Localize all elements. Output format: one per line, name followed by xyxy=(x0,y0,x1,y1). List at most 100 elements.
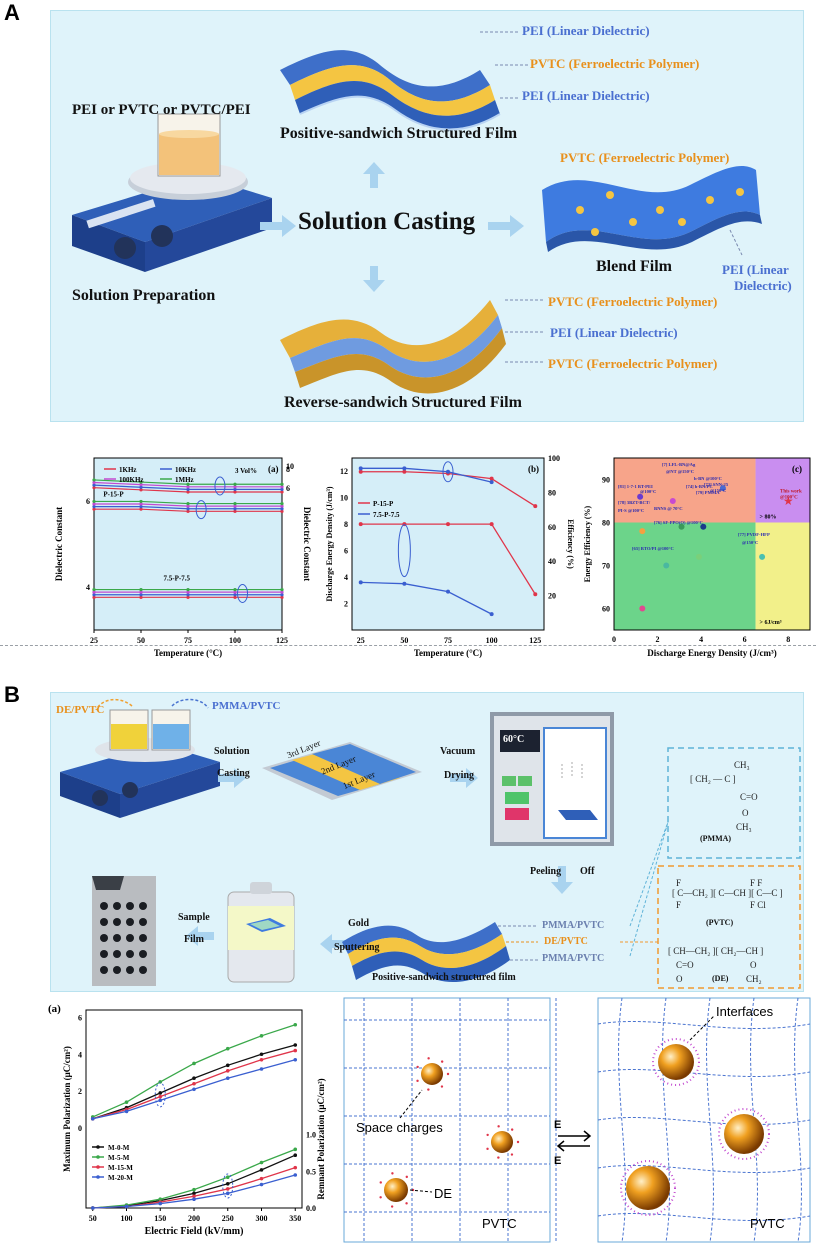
data-point xyxy=(280,590,284,594)
svg-text:[ CH—CH₂ ][ CH₂—CH ]: [ CH—CH₂ ][ CH₂—CH ] xyxy=(668,946,763,956)
x-tick-label: 350 xyxy=(289,1214,301,1223)
filler-particle xyxy=(658,1044,694,1080)
annotation: > 6J/cm³ xyxy=(760,620,782,626)
data-point xyxy=(192,1081,196,1086)
y-tick-label: 2 xyxy=(344,600,348,609)
svg-text:[ CH₂ — C ]: [ CH₂ — C ] xyxy=(690,774,736,784)
data-point xyxy=(280,485,284,489)
data-point xyxy=(186,490,190,494)
svg-text:CH₃: CH₃ xyxy=(736,822,752,832)
pmma-pvtc-label: PMMA/PVTC xyxy=(212,700,281,712)
data-point xyxy=(639,528,646,535)
data-point xyxy=(92,504,96,509)
data-point xyxy=(280,504,284,508)
y-tick-label: 90 xyxy=(602,476,610,485)
remnant-point xyxy=(192,1194,196,1199)
remnant-point xyxy=(158,1201,163,1206)
efficiency-point xyxy=(358,466,363,471)
sample-electrode-dot xyxy=(113,918,121,926)
data-point xyxy=(186,595,190,599)
data-point xyxy=(139,480,143,484)
x-tick-label: 100 xyxy=(486,636,498,645)
remnant-point xyxy=(158,1197,163,1201)
reference-label: [78] 3BZT-BCT/ xyxy=(618,500,651,505)
field-up-label: E xyxy=(554,1119,561,1131)
blend-pei-label-line1: PEI (Linear xyxy=(722,262,789,277)
remnant-point xyxy=(124,1204,129,1209)
rev-bot-pvtc-label: PVTC (Ferroelectric Polymer) xyxy=(548,356,718,371)
sample-label: Sample xyxy=(178,912,210,923)
y-tick-label: 4 xyxy=(86,583,90,592)
legend-marker xyxy=(96,1175,100,1179)
pos-top-pei-label: PEI (Linear Dielectric) xyxy=(522,23,650,38)
panel-label-b: B xyxy=(4,682,20,707)
x-tick-label: 25 xyxy=(357,636,365,645)
svg-text:F: F xyxy=(676,878,681,888)
data-point xyxy=(259,1057,264,1062)
remnant-point xyxy=(259,1168,264,1172)
remnant-point xyxy=(225,1187,230,1191)
sample-electrode-dot xyxy=(126,950,134,958)
sample-electrode-dot xyxy=(100,902,108,910)
data-point xyxy=(759,553,766,560)
data-point xyxy=(225,1063,230,1068)
positive-sandwich-film-icon xyxy=(342,922,510,983)
data-point xyxy=(293,1048,298,1053)
data-point xyxy=(233,587,237,592)
data-point xyxy=(259,1052,264,1057)
data-point xyxy=(158,1094,163,1099)
x-tick-label: 75 xyxy=(184,636,192,645)
region-high-eff xyxy=(614,458,756,523)
y-axis-label: Maximum Polarization (μC/cm²) xyxy=(62,1046,72,1172)
drying-label: Drying xyxy=(444,770,474,781)
y-tick-label: 80 xyxy=(602,519,610,528)
annotation-ellipse xyxy=(397,524,411,578)
legend-label: M-15-M xyxy=(108,1164,133,1172)
group-label: 7.5-P-7.5 xyxy=(164,575,191,583)
y-tick-label: 6 xyxy=(86,497,90,506)
blend-pei-label-line2: Dielectric) xyxy=(734,278,792,293)
x-tick-label: 8 xyxy=(786,635,790,644)
data-point xyxy=(192,1087,196,1092)
curved-grid-line xyxy=(794,997,802,1243)
data-point xyxy=(186,485,190,489)
data-point xyxy=(92,502,96,506)
data-point xyxy=(92,486,96,490)
solution-preparation-label: Solution Preparation xyxy=(72,287,216,304)
data-point xyxy=(280,501,284,506)
data-point xyxy=(92,593,96,597)
data-point xyxy=(92,587,96,592)
legend-label: P-15-P xyxy=(373,500,394,508)
sample-electrode-dot xyxy=(126,918,134,926)
remnant-point xyxy=(90,1206,95,1210)
chemical-structures: [ CH₂ — C ] CH₃ C=O O CH₃ [ C—CH₂ ][ C—C… xyxy=(668,760,783,984)
data-point xyxy=(186,507,190,511)
annotation-ellipse xyxy=(214,476,226,496)
space-charge-dot xyxy=(405,1202,408,1205)
remnant-point xyxy=(225,1175,230,1179)
data-point xyxy=(719,485,726,492)
filler-particle xyxy=(421,1063,443,1085)
y-tick-label: 8 xyxy=(344,520,348,529)
group-label: 3 Vol% xyxy=(235,467,257,475)
space-charge-dot xyxy=(497,1156,500,1159)
space-charge-dot xyxy=(486,1133,489,1137)
sample-electrode-dot xyxy=(139,950,147,958)
x-tick-label: 75 xyxy=(444,636,452,645)
right-frame xyxy=(597,997,811,1243)
space-charge-dot xyxy=(486,1147,489,1151)
pvtc-right-label: PVTC xyxy=(750,1216,785,1231)
x-axis-label: Discharge Energy Density (J/cm³) xyxy=(647,648,776,658)
data-point xyxy=(259,1067,264,1071)
data-point xyxy=(293,1043,298,1047)
data-point xyxy=(293,1057,298,1062)
reference-label: [65] BTO/PI @100°C xyxy=(632,546,674,551)
reference-label: @150°C xyxy=(710,488,726,493)
reference-label: BNNS @ 70°C xyxy=(654,506,683,511)
space-charge-dot xyxy=(390,1205,394,1208)
data-point xyxy=(186,501,190,506)
interface-ring xyxy=(718,1108,770,1160)
y-axis-label: Energy Efficiency (%) xyxy=(583,505,592,582)
